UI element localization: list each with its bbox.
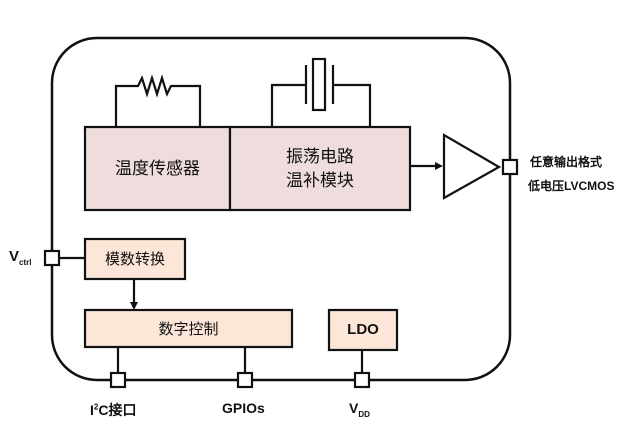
output-voltage-label: 低电压LVCMOS — [528, 179, 615, 193]
chip-outline — [50, 36, 512, 382]
crystal-icon — [270, 57, 372, 127]
arrow-to-buffer — [410, 162, 443, 170]
vctrl-label-sub: ctrl — [19, 258, 32, 267]
i2c-label-rest: C接口 — [98, 402, 137, 418]
digital-control-label: 数字控制 — [158, 319, 219, 338]
vctrl-label: Vctrl — [9, 248, 31, 267]
vdd-label-main: V — [349, 400, 359, 416]
vctrl-label-main: V — [9, 248, 20, 265]
digital-control-block — [83, 308, 294, 349]
i2c-label: I2C接口 — [90, 400, 136, 420]
buffer-amplifier-icon — [442, 133, 502, 200]
ldo-label: LDO — [347, 321, 379, 338]
i2c-label-sup: 2 — [93, 402, 99, 412]
adc-label: 模数转换 — [104, 250, 165, 268]
i2c-label-main: I — [90, 402, 94, 418]
output-format-label: 任意输出格式 — [530, 155, 603, 169]
gpio-pin-pad — [236, 371, 254, 389]
ldo-block — [327, 308, 399, 352]
vdd-label: VDD — [349, 400, 370, 419]
temp-sensor-block — [83, 125, 232, 212]
oscillator-label: 振荡电路 温补模块 — [230, 127, 410, 210]
gpio-label: GPIOs — [222, 400, 265, 416]
resistor-icon — [114, 74, 202, 127]
oscillator-label-line1: 振荡电路 — [286, 146, 354, 167]
vdd-pin-pad — [353, 371, 371, 389]
oscillator-block — [228, 125, 412, 212]
vdd-label-sub: DD — [358, 409, 370, 419]
oscillator-label-line2: 温补模块 — [286, 170, 354, 191]
output-pin-pad — [501, 158, 519, 176]
i2c-pin-pad — [109, 371, 127, 389]
vctrl-pin-pad — [43, 249, 61, 267]
arrow-adc-to-digital — [130, 279, 138, 310]
temp-sensor-label: 温度传感器 — [115, 158, 200, 179]
